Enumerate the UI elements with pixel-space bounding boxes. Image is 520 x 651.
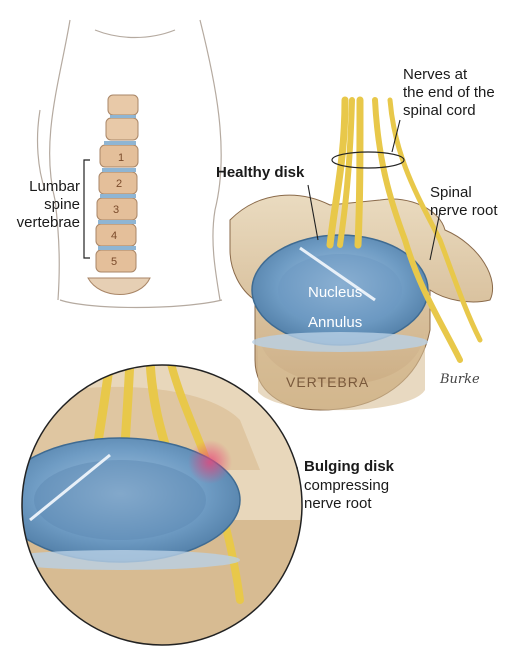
vertebra-number-1: 1 [118, 152, 125, 164]
vertebra-number-2: 2 [116, 178, 123, 190]
lumbar-spine [87, 94, 151, 295]
torso-sketch [36, 19, 223, 309]
label-healthy-disk: Healthy disk [216, 164, 305, 181]
healthy-vertebra [229, 194, 494, 411]
label-nerves-at-end: Nerves at the end of the spinal cord [403, 66, 495, 119]
label-bulging-disk: Bulging disk [304, 458, 394, 475]
vertebra-number-4: 4 [111, 230, 118, 242]
label-lumbar: Lumbar spine vertebrae [16, 178, 80, 231]
cord-end-ring [331, 151, 405, 169]
label-vertebra: VERTEBRA [286, 374, 370, 390]
magnified-view [21, 364, 303, 646]
lumbar-bracket [83, 159, 90, 259]
label-compressing: compressing nerve root [304, 477, 390, 512]
vertebra-number-5: 5 [111, 256, 118, 268]
label-spinal-nerve-root: Spinal nerve root [430, 184, 498, 219]
label-nucleus: Nucleus [308, 284, 363, 301]
label-annulus: Annulus [308, 314, 363, 331]
signature: Burke [440, 372, 480, 387]
vertebra-number-3: 3 [113, 204, 120, 216]
spinal-nerves [326, 96, 483, 363]
